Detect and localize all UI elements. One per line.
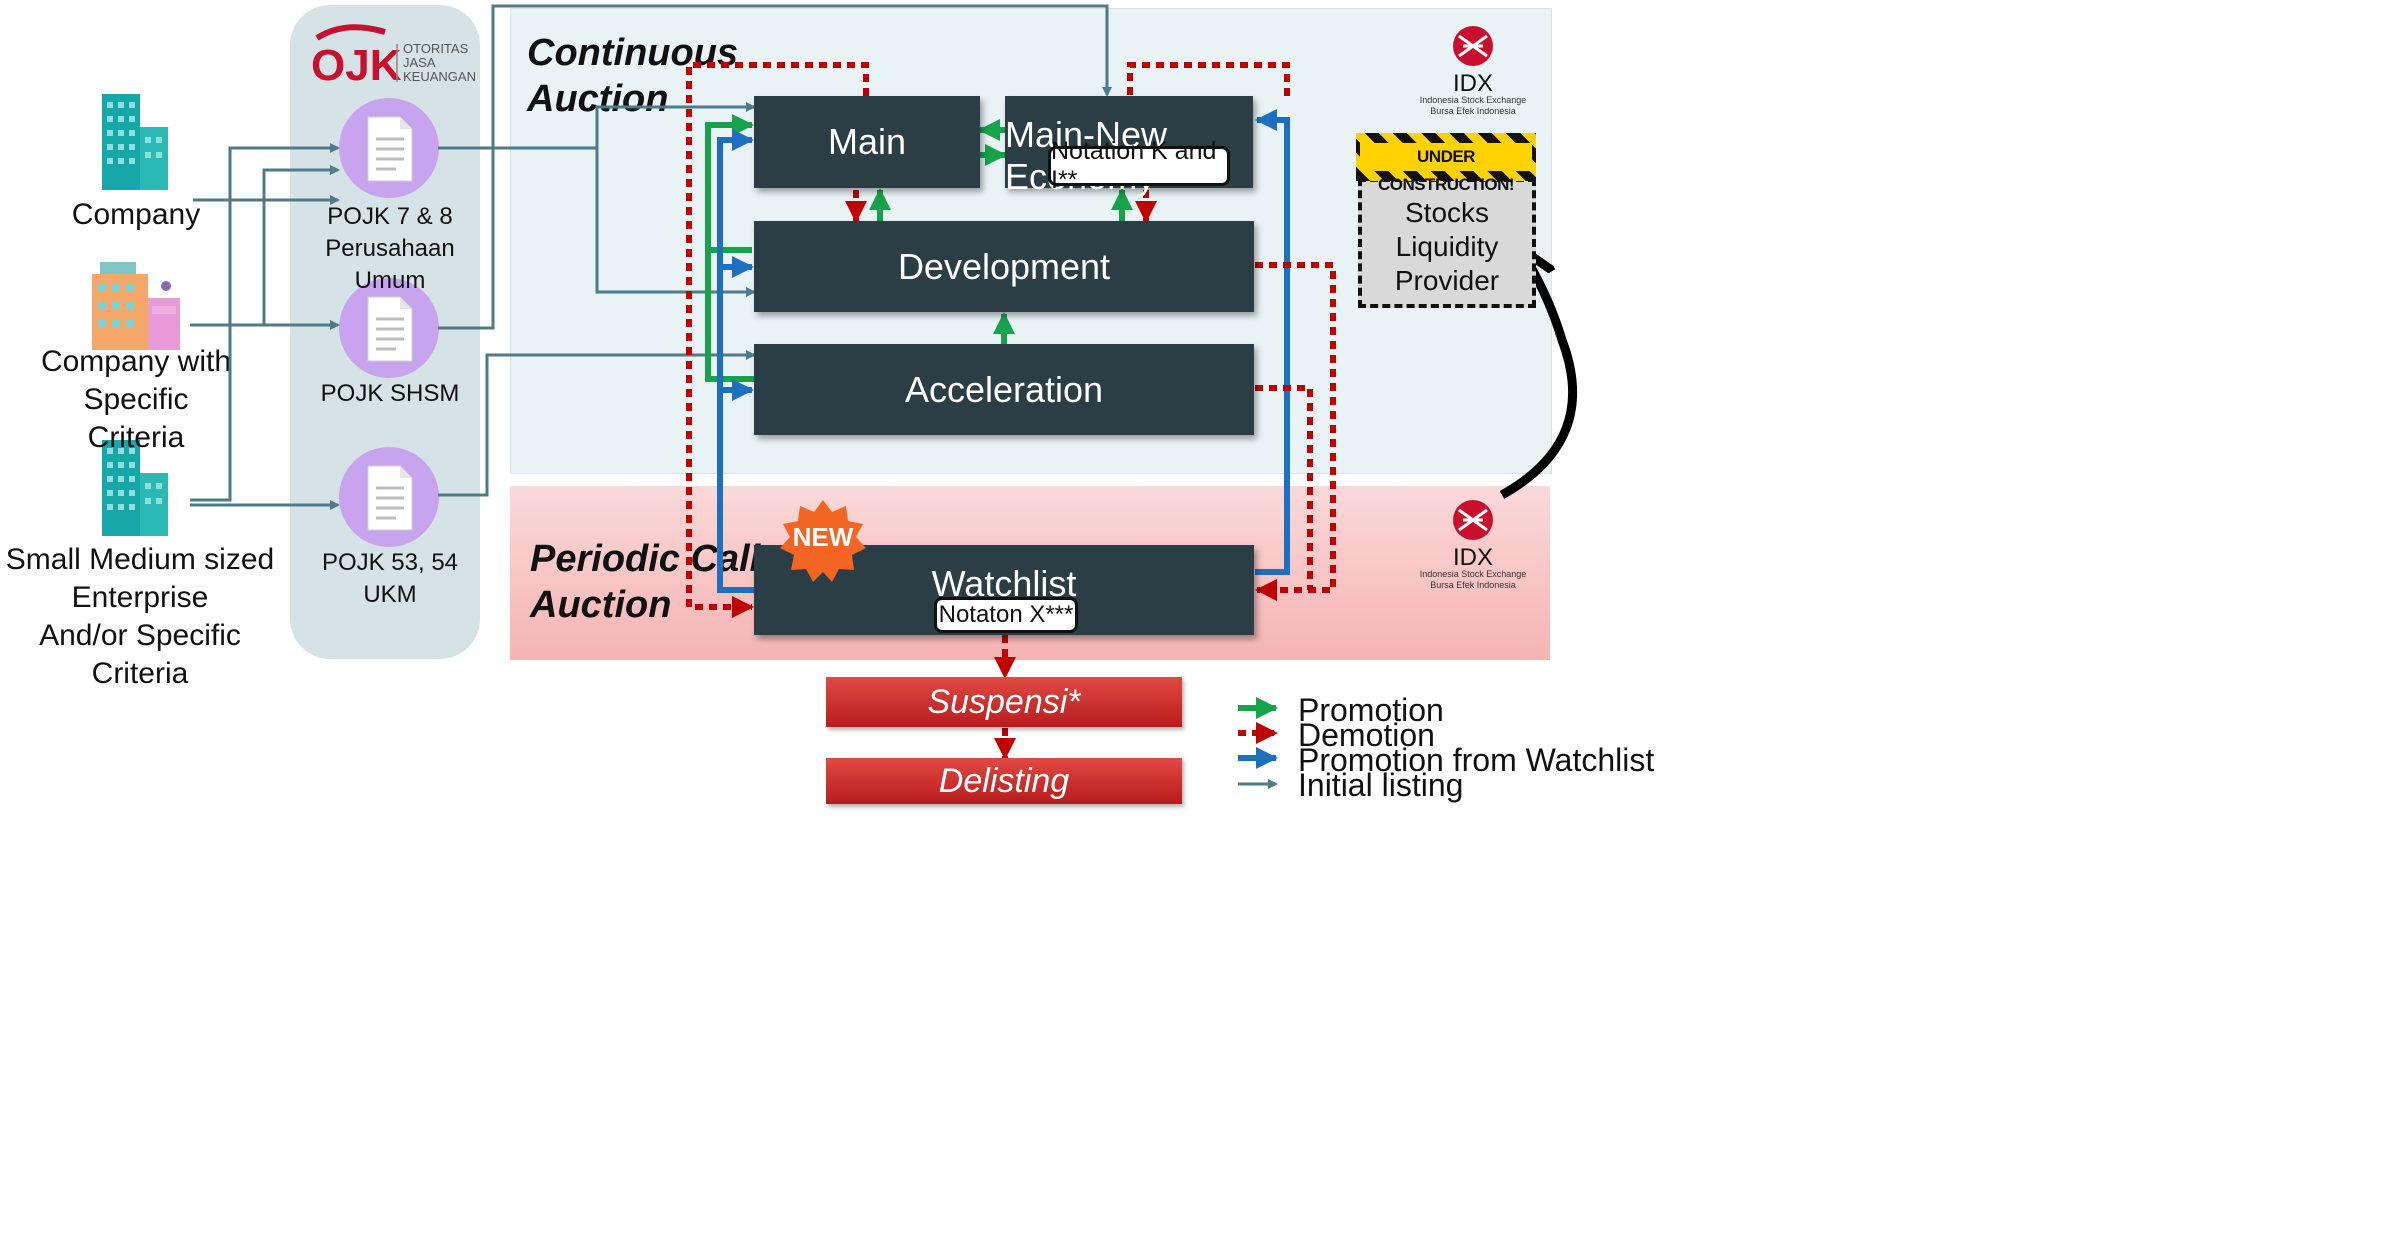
regulation-label: POJK 53, 54 UKM: [321, 549, 459, 608]
stocks-liquidity-provider-box: [1358, 178, 1536, 308]
board-acceleration: Acceleration: [754, 344, 1254, 435]
source-label-sme: Small Medium sized Enterprise And/or Spe…: [5, 543, 275, 690]
continuous-auction-title: Continuous Auction: [527, 32, 739, 120]
document-icon: [339, 278, 439, 378]
source-label-company: Company: [71, 198, 201, 231]
regulation-label: POJK 7 & 8 Perusahaan Umum: [325, 203, 455, 294]
legend-promotion: Promotion: [1298, 692, 1444, 728]
idx-logo: IDX Indonesia Stock Exchange Bursa Efek …: [1418, 498, 1528, 590]
legend-demotion: Demotion: [1298, 717, 1435, 753]
sme-building-icon: [102, 440, 168, 536]
legend-initial-listing: Initial listing: [1298, 767, 1464, 803]
board-development: Development: [754, 221, 1254, 312]
stocks-liquidity-provider-label: Stocks Liquidity Provider: [1394, 197, 1500, 296]
company-building-icon: [102, 94, 168, 190]
ojk-name-line: KEUANGAN: [403, 69, 476, 84]
specific-company-building-icon: [92, 262, 180, 350]
suspensi-box: Suspensi*: [826, 677, 1182, 727]
new-badge: NEW: [780, 500, 866, 586]
ojk-name-line: JASA: [403, 55, 436, 70]
svg-text:OJK: OJK: [311, 41, 402, 88]
source-label-specific: Company with Specific Criteria: [40, 345, 232, 454]
notation-x-badge: Notaton X***: [934, 597, 1078, 633]
under-construction-banner: UNDER CONSTRUCTION!: [1356, 133, 1536, 194]
document-icon: [339, 98, 439, 198]
document-icon: [339, 447, 439, 547]
legend-promotion-from-watchlist: Promotion from Watchlist: [1298, 742, 1655, 778]
regulation-label: POJK SHSM: [320, 380, 460, 407]
delisting-box: Delisting: [826, 758, 1182, 804]
notation-k-badge: Notation K and I**: [1048, 137, 1230, 194]
idx-logo: IDX Indonesia Stock Exchange Bursa Efek …: [1418, 24, 1528, 116]
ojk-name-line: OTORITAS: [403, 41, 469, 56]
ojk-logo: OJK OTORITAS JASA KEUANGAN: [305, 18, 476, 90]
board-main: Main: [754, 96, 980, 188]
